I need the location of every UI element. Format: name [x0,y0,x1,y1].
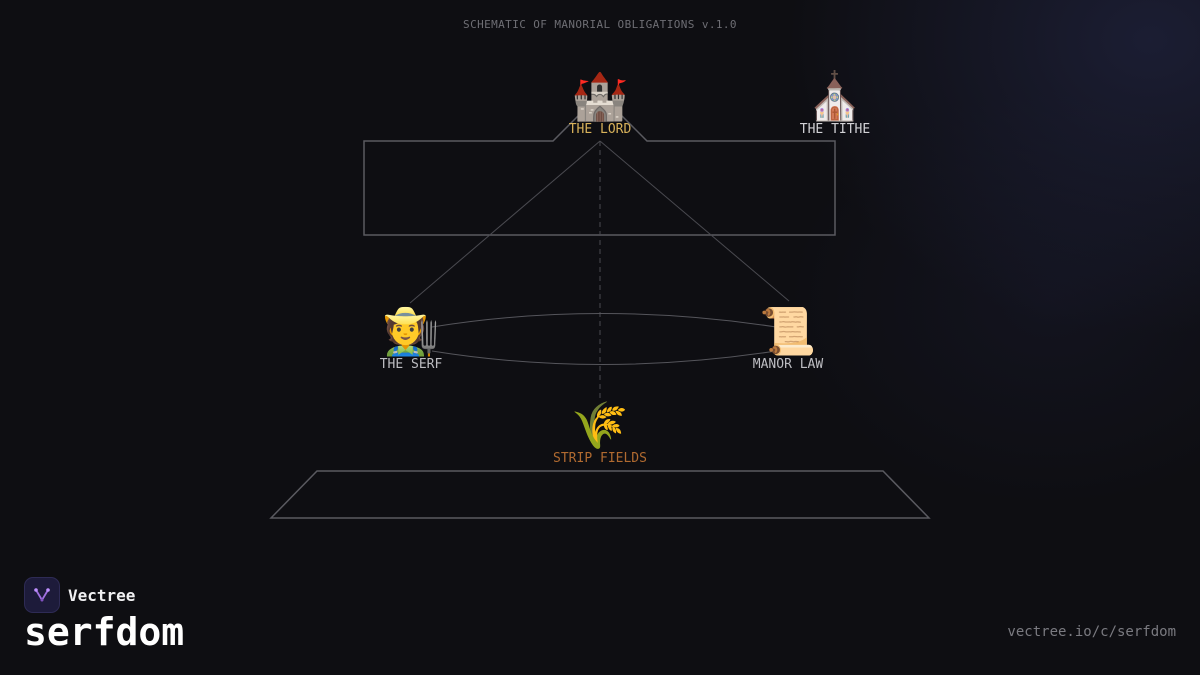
serf-law-upper-arc [431,313,777,328]
node-lord: 🏰 THE LORD [510,70,690,137]
scroll-icon: 📜 [759,304,817,358]
node-fields: 🌾 STRIP FIELDS [510,399,690,466]
manor-outline [363,115,836,236]
wheat-icon: 🌾 [571,398,629,452]
lord-to-serf-line [409,140,601,304]
diagram-header: SCHEMATIC OF MANORIAL OBLIGATIONS v.1.0 [463,18,737,31]
farmer-icon: 🧑‍🌾 [382,304,440,358]
lord-to-law-line [599,140,790,302]
node-lord-label: THE LORD [568,122,632,137]
node-serf: 🧑‍🌾 THE SERF [321,305,501,372]
node-tithe-label: THE TITHE [799,122,871,137]
brand[interactable]: Vectree [24,577,135,613]
castle-icon: 🏰 [571,69,629,123]
church-icon: ⛪ [806,69,864,123]
node-law: 📜 MANOR LAW [698,305,878,372]
source-url-link[interactable]: vectree.io/c/serfdom [1007,624,1176,640]
node-fields-label: STRIP FIELDS [553,451,647,466]
serf-law-lower-arc [431,350,777,365]
node-tithe: ⛪ THE TITHE [745,70,925,137]
vectree-logo-icon [24,577,60,613]
fields-outline [269,470,931,519]
node-serf-label: THE SERF [379,357,443,372]
page-title: serfdom [24,610,185,654]
node-law-label: MANOR LAW [752,357,824,372]
brand-name: Vectree [68,585,136,605]
